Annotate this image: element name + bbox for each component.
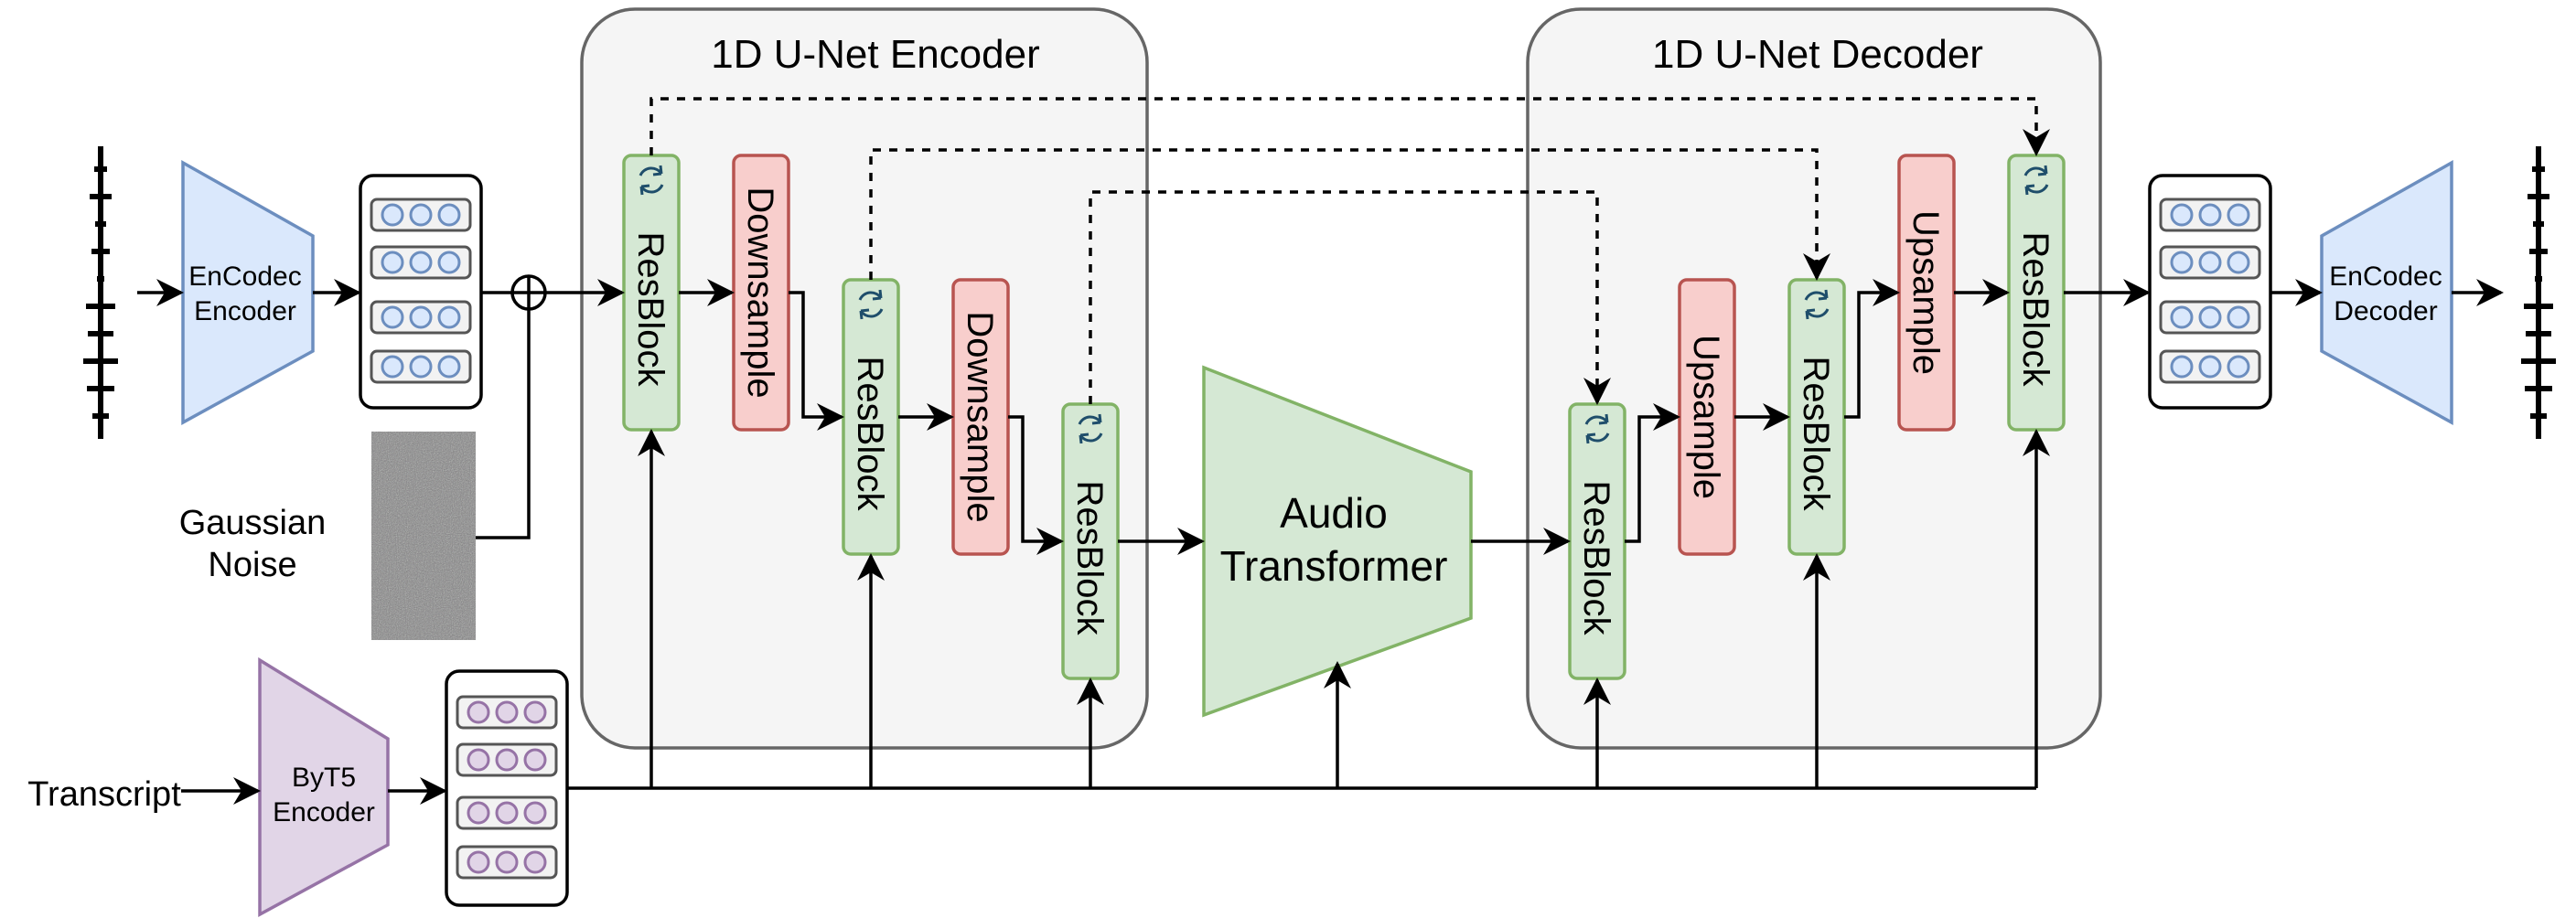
- svg-text:Downsample: Downsample: [960, 311, 1000, 522]
- embedding-token-icon: [456, 695, 558, 730]
- svg-text:EnCodec: EnCodec: [2329, 262, 2442, 292]
- svg-text:Encoder: Encoder: [194, 296, 296, 326]
- embedding-token-icon: [2159, 245, 2261, 280]
- decoder-upsample-1: Upsample: [1678, 278, 1736, 556]
- input-waveform-icon: [83, 146, 118, 439]
- svg-text:Downsample: Downsample: [740, 187, 780, 398]
- embedding-token-icon: [2159, 349, 2261, 384]
- forward-connections: [137, 279, 2504, 555]
- encoder-resblock-2: ResBlock: [842, 278, 900, 556]
- encoder-title: 1D U-Net Encoder: [711, 32, 1039, 77]
- svg-text:ResBlock: ResBlock: [1576, 481, 1616, 636]
- svg-text:Audio: Audio: [1280, 489, 1388, 537]
- gaussian-noise-label: Gaussian: [179, 504, 327, 542]
- encodec-decoder: EnCodec Decoder: [2320, 160, 2453, 425]
- text-embedding-stack: [445, 669, 569, 907]
- input-embedding-stack: [359, 174, 483, 410]
- embedding-token-icon: [370, 349, 472, 384]
- encoder-resblock-3: ResBlock: [1061, 402, 1120, 680]
- svg-text:Upsample: Upsample: [1686, 335, 1726, 499]
- encodec-encoder: EnCodec Encoder: [181, 160, 315, 425]
- embedding-token-icon: [456, 845, 558, 880]
- transcript-label: Transcript: [27, 775, 181, 814]
- output-embedding-stack: [2148, 174, 2272, 410]
- embedding-token-icon: [2159, 300, 2261, 335]
- embedding-token-icon: [456, 795, 558, 830]
- embedding-token-icon: [370, 197, 472, 232]
- svg-text:ResBlock: ResBlock: [2015, 232, 2055, 388]
- encoder-downsample-2: Downsample: [951, 278, 1010, 556]
- svg-text:ResBlock: ResBlock: [850, 357, 890, 512]
- skip-connections: [649, 97, 2050, 405]
- svg-text:Encoder: Encoder: [273, 797, 375, 827]
- audio-transformer: Audio Transformer: [1202, 365, 1473, 718]
- decoder-upsample-2: Upsample: [1897, 154, 1956, 432]
- byt5-encoder: ByT5 Encoder: [258, 656, 390, 917]
- svg-text:ResBlock: ResBlock: [1796, 357, 1836, 512]
- svg-text:Transformer: Transformer: [1220, 542, 1448, 590]
- encoder-downsample-1: Downsample: [732, 154, 790, 432]
- embedding-token-icon: [2159, 197, 2261, 232]
- decoder-resblock-3: ResBlock: [2007, 154, 2066, 432]
- output-waveform-icon: [2521, 146, 2556, 439]
- decoder-title: 1D U-Net Decoder: [1652, 32, 1983, 77]
- embedding-token-icon: [456, 742, 558, 777]
- gaussian-noise-label: Noise: [208, 546, 296, 584]
- svg-text:Upsample: Upsample: [1905, 210, 1946, 375]
- sum-icon: [510, 274, 547, 311]
- decoder-resblock-1: ResBlock: [1568, 402, 1626, 680]
- svg-text:Decoder: Decoder: [2334, 296, 2437, 326]
- decoder-resblock-2: ResBlock: [1787, 278, 1846, 556]
- embedding-token-icon: [370, 245, 472, 280]
- svg-text:EnCodec: EnCodec: [188, 262, 301, 292]
- conditioning-connections: [181, 429, 2050, 805]
- encoder-resblock-1: ResBlock: [622, 154, 681, 432]
- svg-text:ResBlock: ResBlock: [1069, 481, 1110, 636]
- gaussian-noise-image: [371, 432, 476, 640]
- embedding-token-icon: [370, 300, 472, 335]
- svg-text:ResBlock: ResBlock: [630, 232, 671, 388]
- noise-texture-icon: [371, 432, 476, 640]
- svg-text:ByT5: ByT5: [292, 763, 356, 793]
